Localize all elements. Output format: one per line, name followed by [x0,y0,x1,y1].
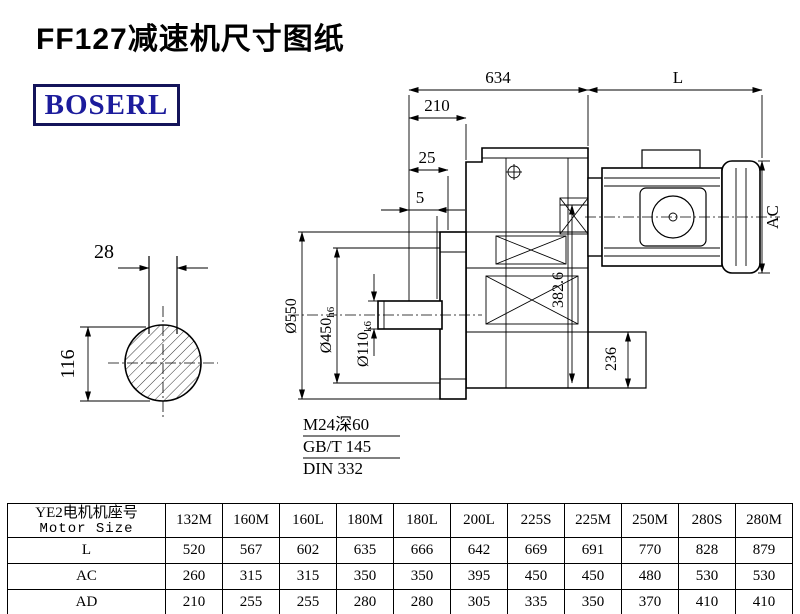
table-cell: 280 [393,589,451,614]
column-header: 132M [165,503,223,538]
boserl-logo-text: BOSERL [44,88,169,121]
table-cell: 669 [507,537,565,564]
table-cell: 395 [450,563,508,590]
dim-110-value: Ø110 [355,332,372,367]
table-cell: 770 [621,537,679,564]
dim-5-label: 5 [416,188,425,207]
dim-116-label: 116 [57,349,79,378]
table-cell: 255 [279,589,337,614]
dimensions: 634 L 210 25 5 AC [283,68,782,400]
table-cell: 450 [507,563,565,590]
table-cell: 210 [165,589,223,614]
table-cell: 305 [450,589,508,614]
table-cell: 602 [279,537,337,564]
dim-634-label: 634 [485,68,511,87]
column-header: 225M [564,503,622,538]
table-cell: 828 [678,537,736,564]
note-din-label: DIN 332 [303,459,363,478]
dim-450-tolerance: h6 [325,306,337,318]
table-row-L: L 520 567 602 635 666 642 669 691 770 82… [7,537,793,564]
row-label: AC [7,563,166,590]
technical-drawing: 28 116 [57,68,782,478]
table-cell: 335 [507,589,565,614]
column-header: 180M [336,503,394,538]
table-cell: 260 [165,563,223,590]
dim-450-label: Ø450h6 [318,306,337,353]
motor-size-label-cn: YE2电机机座号 [35,504,138,521]
table-cell: 530 [735,563,793,590]
mounting-flange [439,231,467,400]
row-label: AD [7,589,166,614]
dim-AC-label: AC [763,205,782,229]
table-cell: 280 [336,589,394,614]
column-header: 250M [621,503,679,538]
motor [587,149,761,274]
table-header-row: YE2电机机座号 Motor Size 132M 160M 160L 180M … [7,503,793,538]
table-cell: 635 [336,537,394,564]
main-view [288,147,780,400]
table-cell: 315 [222,563,280,590]
table-cell: 315 [279,563,337,590]
terminal-box [641,149,701,169]
dim-110-tolerance: k6 [362,321,374,333]
column-header: 225S [507,503,565,538]
thread-notes: M24深60 GB/T 145 DIN 332 [303,415,400,478]
table-cell: 666 [393,537,451,564]
note-thread-label: M24深60 [303,415,369,434]
column-header: 160M [222,503,280,538]
dim-450-value: Ø450 [318,318,335,354]
dim-28-label: 28 [94,241,114,263]
dim-L-label: L [673,68,683,87]
table-cell: 450 [564,563,622,590]
column-header: 180L [393,503,451,538]
dim-116: 116 [57,326,150,402]
table-cell: 520 [165,537,223,564]
dim-550-label: Ø550 [283,298,300,334]
table-cell: 480 [621,563,679,590]
table-row-AC: AC 260 315 315 350 350 395 450 450 480 5… [7,563,793,590]
gearbox-housing [465,147,647,389]
table-cell: 410 [678,589,736,614]
dim-236-label: 236 [603,347,620,371]
boserl-logo: BOSERL [33,84,180,126]
table-cell: 350 [336,563,394,590]
dim-28: 28 [94,241,208,271]
dim-210-label: 210 [424,96,450,115]
table-cell: 642 [450,537,508,564]
column-header: 200L [450,503,508,538]
support-bracket [588,331,647,389]
note-gb-label: GB/T 145 [303,437,371,456]
table-cell: 370 [621,589,679,614]
shaft-end-view: 28 116 [57,241,218,420]
table-cell: 350 [393,563,451,590]
row-label: L [7,537,166,564]
motor-size-header: YE2电机机座号 Motor Size [7,503,166,538]
column-header: 280M [735,503,793,538]
dim-25-label: 25 [419,148,436,167]
dim-382-label: 382.6 [550,272,567,308]
shaft-section-circle [124,324,202,402]
table-row-AD: AD 210 255 255 280 280 305 335 350 370 4… [7,589,793,614]
table-cell: 255 [222,589,280,614]
table-cell: 350 [564,589,622,614]
table-cell: 691 [564,537,622,564]
column-header: 280S [678,503,736,538]
motor-size-table: YE2电机机座号 Motor Size 132M 160M 160L 180M … [7,503,793,614]
dim-110-label: Ø110k6 [355,321,374,367]
table-cell: 530 [678,563,736,590]
table-cell: 567 [222,537,280,564]
motor-size-label-en: Motor Size [39,520,134,537]
column-header: 160L [279,503,337,538]
page-title: FF127减速机尺寸图纸 [36,23,345,56]
table-cell: 410 [735,589,793,614]
table-cell: 879 [735,537,793,564]
